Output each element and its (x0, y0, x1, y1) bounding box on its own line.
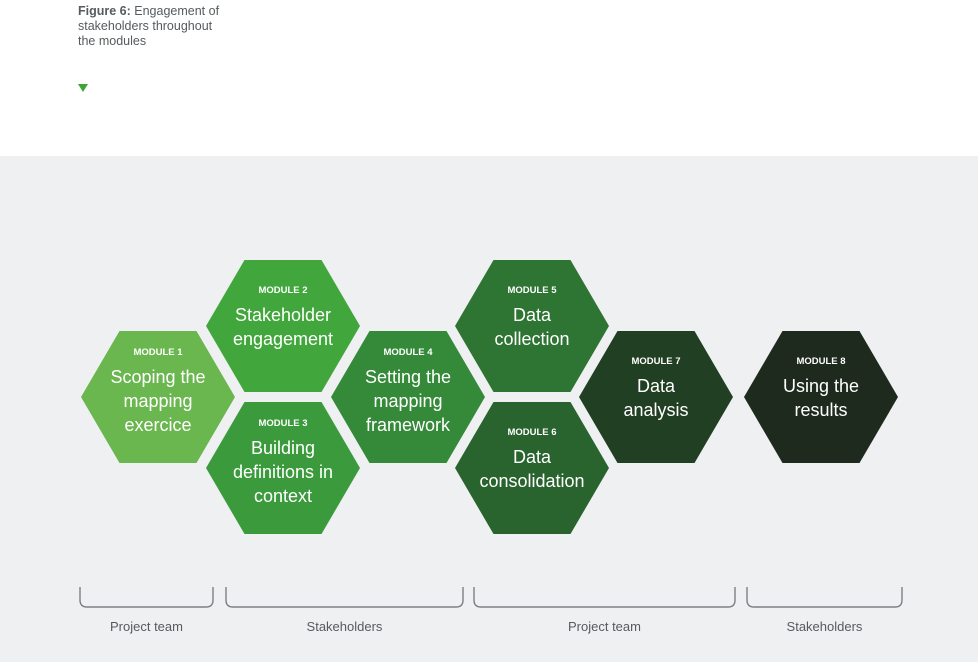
module-1: MODULE 1 Scoping the mapping exercice (81, 331, 235, 463)
bracket-group-label: Stakeholders (307, 619, 383, 634)
module-7: MODULE 7 Data analysis (579, 331, 733, 463)
module-6-title-line: Data (513, 447, 552, 467)
module-2: MODULE 2 Stakeholder engagement (206, 260, 360, 392)
module-5-label: MODULE 5 (507, 285, 557, 296)
module-8: MODULE 8 Using the results (744, 331, 898, 463)
module-5-hexagon (455, 260, 609, 392)
module-3-title-line: context (254, 486, 312, 506)
module-7-title-line: Data (637, 376, 676, 396)
module-1-title-line: Scoping the (110, 367, 205, 387)
module-5-title-line: collection (494, 329, 569, 349)
figure-caption-text: Engagement of stakeholders throughout th… (78, 4, 220, 48)
bracket-group-label: Stakeholders (787, 619, 863, 634)
module-4-title-line: Setting the (365, 367, 451, 387)
module-2-title-line: Stakeholder (235, 305, 331, 325)
module-4-hexagon (331, 331, 485, 463)
bracket-group: Project team (473, 587, 736, 634)
module-1-title-line: exercice (124, 415, 191, 435)
module-1-label: MODULE 1 (133, 347, 183, 358)
bracket-group: Stakeholders (225, 587, 464, 634)
module-4-title-line: mapping (373, 391, 442, 411)
module-2-hexagon (206, 260, 360, 392)
caption-down-arrow-icon (78, 84, 88, 92)
bracket-line (746, 587, 903, 608)
module-2-label: MODULE 2 (258, 285, 307, 296)
bracket-group-label: Project team (110, 619, 183, 634)
module-7-title-line: analysis (623, 400, 688, 420)
module-3-hexagon (206, 402, 360, 534)
module-4-title-line: framework (366, 415, 451, 435)
module-1-title-line: mapping (123, 391, 192, 411)
bracket-line (473, 587, 736, 608)
module-8-title-line: Using the (783, 376, 859, 396)
module-3-label: MODULE 3 (258, 418, 307, 429)
module-4: MODULE 4 Setting the mapping framework (331, 331, 485, 463)
module-8-label: MODULE 8 (796, 356, 845, 367)
module-7-hexagon (579, 331, 733, 463)
module-5-title-line: Data (513, 305, 552, 325)
module-1-hexagon (81, 331, 235, 463)
module-2-title-line: engagement (233, 329, 333, 349)
module-5: MODULE 5 Data collection (455, 260, 609, 392)
module-8-hexagon (744, 331, 898, 463)
module-6-hexagon (455, 402, 609, 534)
module-4-label: MODULE 4 (383, 347, 433, 358)
bracket-group-label: Project team (568, 619, 641, 634)
module-3-title-line: definitions in (233, 462, 333, 482)
module-6-label: MODULE 6 (507, 427, 556, 438)
bracket-line (225, 587, 464, 608)
module-6: MODULE 6 Data consolidation (455, 402, 609, 534)
module-3-title-line: Building (251, 438, 315, 458)
module-3: MODULE 3 Building definitions in context (206, 402, 360, 534)
bracket-group: Project team (79, 587, 214, 634)
module-7-label: MODULE 7 (631, 356, 680, 367)
bracket-group: Stakeholders (746, 587, 903, 634)
module-8-title-line: results (794, 400, 847, 420)
module-6-title-line: consolidation (479, 471, 584, 491)
figure-caption: Figure 6: Engagement of stakeholders thr… (78, 4, 228, 49)
figure-number: Figure 6: (78, 4, 131, 18)
bracket-line (79, 587, 214, 608)
